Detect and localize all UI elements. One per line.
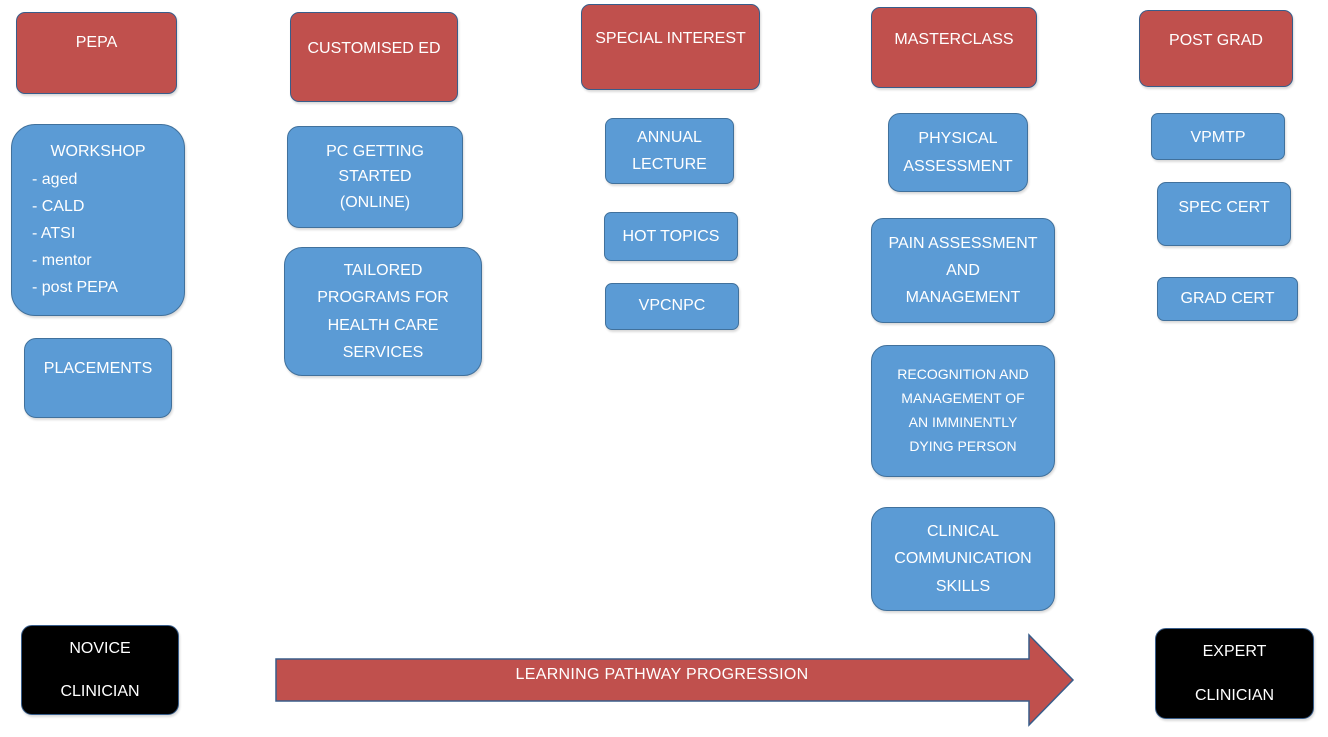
clinical-communication-line: COMMUNICATION bbox=[894, 550, 1032, 568]
novice-line: CLINICIAN bbox=[60, 683, 140, 700]
expert-line: EXPERT bbox=[1202, 643, 1267, 661]
vpcnpc-label: VPCNPC bbox=[638, 297, 706, 315]
workshop-list: WORKSHOP - aged - CALD - ATSI - mentor -… bbox=[12, 138, 184, 301]
tailored-programs-line: SERVICES bbox=[342, 343, 424, 361]
recognition-dying-line: MANAGEMENT OF bbox=[901, 390, 1025, 407]
category-special-interest: SPECIAL INTEREST bbox=[581, 4, 760, 90]
vpcnpc-box: VPCNPC bbox=[605, 283, 739, 330]
hot-topics-box: HOT TOPICS bbox=[604, 212, 738, 261]
tailored-programs-line: TAILORED bbox=[343, 262, 423, 280]
hot-topics-label: HOT TOPICS bbox=[622, 228, 720, 245]
category-post-grad: POST GRAD bbox=[1139, 10, 1293, 87]
workshop-item: - mentor bbox=[32, 252, 92, 270]
workshop-item: - aged bbox=[32, 170, 78, 188]
tailored-programs-box: TAILORED PROGRAMS FOR HEALTH CARE SERVIC… bbox=[284, 247, 482, 376]
pain-assessment-box: PAIN ASSESSMENT AND MANAGEMENT bbox=[871, 218, 1055, 323]
expert-clinician-box: EXPERT CLINICIAN bbox=[1155, 628, 1314, 719]
category-pepa-label: PEPA bbox=[75, 34, 118, 51]
clinical-communication-box: CLINICAL COMMUNICATION SKILLS bbox=[871, 507, 1055, 611]
workshop-item: - ATSI bbox=[32, 225, 76, 242]
spec-cert-box: SPEC CERT bbox=[1157, 182, 1291, 246]
category-pepa: PEPA bbox=[16, 12, 177, 94]
spec-cert-label: SPEC CERT bbox=[1178, 199, 1270, 216]
category-masterclass-label: MASTERCLASS bbox=[894, 31, 1014, 48]
recognition-dying-box: RECOGNITION AND MANAGEMENT OF AN IMMINEN… bbox=[871, 345, 1055, 477]
category-post-grad-label: POST GRAD bbox=[1169, 32, 1263, 49]
category-customised-ed-label: CUSTOMISED ED bbox=[307, 40, 441, 57]
clinical-communication-line: SKILLS bbox=[935, 577, 991, 595]
grad-cert-label: GRAD CERT bbox=[1180, 289, 1275, 307]
tailored-programs-line: HEALTH CARE bbox=[327, 316, 439, 334]
workshop-item: - CALD bbox=[32, 197, 85, 215]
physical-assessment-box: PHYSICAL ASSESSMENT bbox=[888, 113, 1028, 192]
physical-assessment-line: PHYSICAL bbox=[918, 130, 998, 148]
pain-assessment-line: MANAGEMENT bbox=[905, 289, 1021, 307]
recognition-dying-line: DYING PERSON bbox=[909, 437, 1017, 454]
placements-label: PLACEMENTS bbox=[43, 360, 153, 377]
annual-lecture-box: ANNUAL LECTURE bbox=[605, 118, 734, 184]
pc-getting-started-line: PC GETTING bbox=[326, 142, 424, 160]
novice-line: NOVICE bbox=[69, 639, 131, 657]
recognition-dying-line: AN IMMINENTLY bbox=[908, 414, 1018, 430]
annual-lecture-line: LECTURE bbox=[632, 156, 707, 173]
clinical-communication-line: CLINICAL bbox=[926, 523, 1000, 541]
novice-clinician-box: NOVICE CLINICIAN bbox=[21, 625, 179, 715]
recognition-dying-line: RECOGNITION AND bbox=[897, 366, 1029, 383]
vpmtp-label: VPMTP bbox=[1190, 129, 1246, 146]
pain-assessment-line: AND bbox=[946, 261, 980, 279]
pc-getting-started-line: STARTED bbox=[338, 168, 412, 186]
vpmtp-box: VPMTP bbox=[1151, 113, 1285, 160]
placements-box: PLACEMENTS bbox=[24, 338, 172, 418]
pc-getting-started-line: (ONLINE) bbox=[339, 193, 411, 211]
pain-assessment-line: PAIN ASSESSMENT bbox=[888, 234, 1038, 252]
expert-line: CLINICIAN bbox=[1194, 686, 1275, 704]
annual-lecture-line: ANNUAL bbox=[637, 128, 702, 146]
physical-assessment-line: ASSESSMENT bbox=[903, 157, 1013, 175]
workshop-item: - post PEPA bbox=[32, 279, 118, 297]
category-masterclass: MASTERCLASS bbox=[871, 7, 1037, 88]
category-customised-ed: CUSTOMISED ED bbox=[290, 12, 458, 102]
grad-cert-box: GRAD CERT bbox=[1157, 277, 1298, 321]
tailored-programs-line: PROGRAMS FOR bbox=[317, 289, 449, 307]
workshop-box: WORKSHOP - aged - CALD - ATSI - mentor -… bbox=[11, 124, 185, 316]
category-special-interest-label: SPECIAL INTEREST bbox=[595, 30, 746, 47]
arrow-label: LEARNING PATHWAY PROGRESSION bbox=[515, 666, 809, 683]
pc-getting-started-box: PC GETTING STARTED (ONLINE) bbox=[287, 126, 463, 228]
workshop-title: WORKSHOP bbox=[50, 143, 146, 161]
